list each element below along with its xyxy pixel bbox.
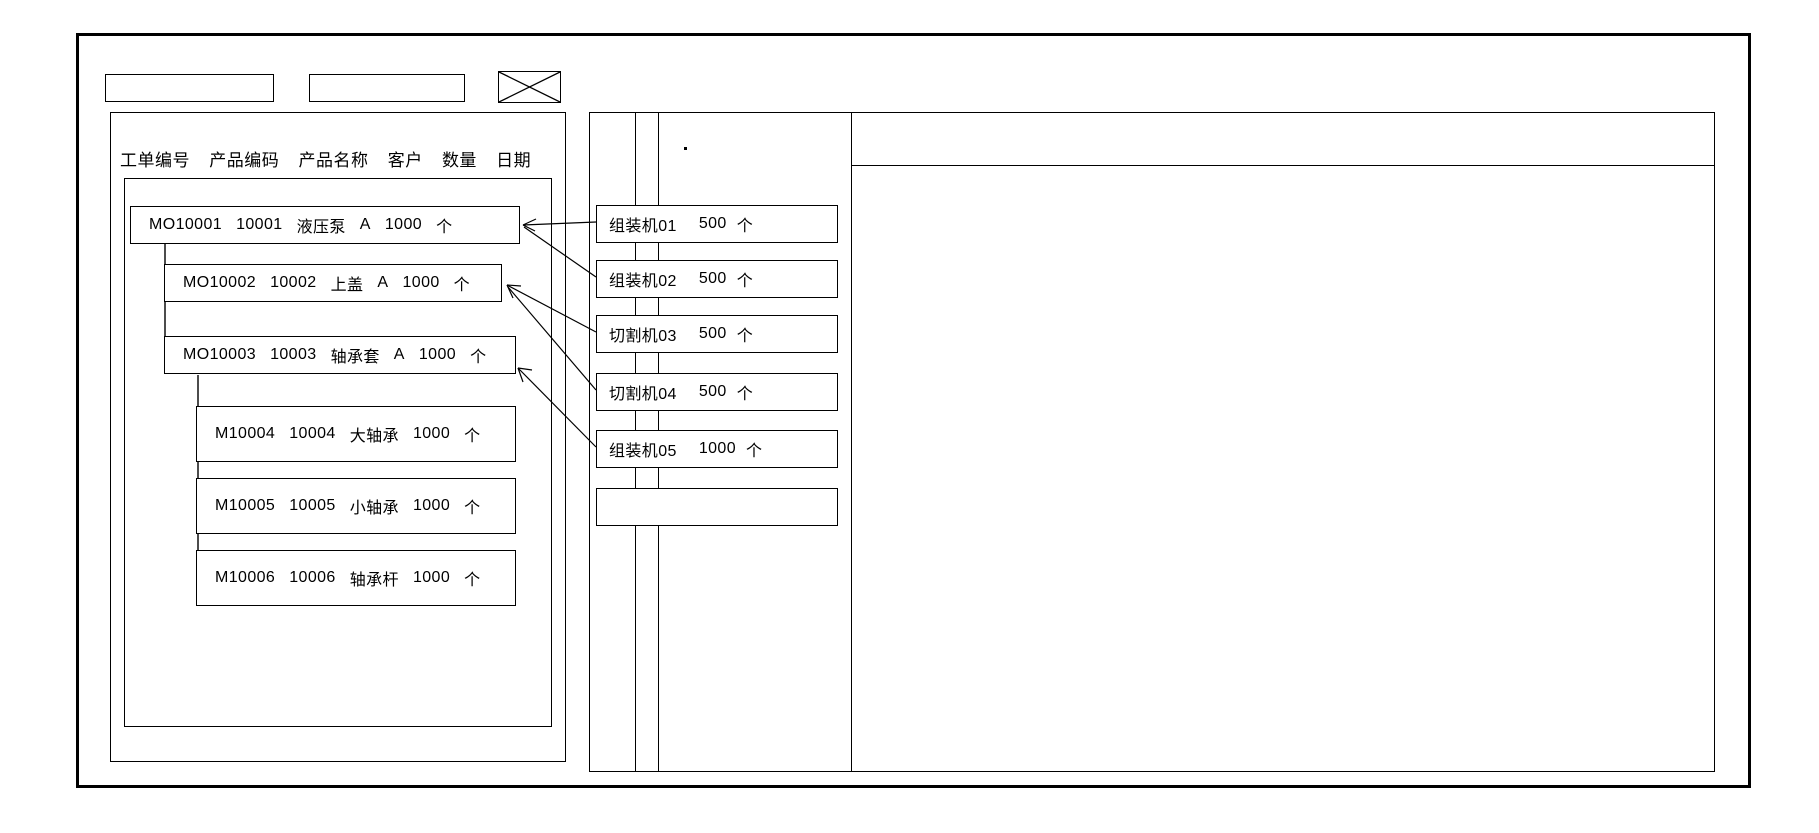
machine-unit: 个 [736,273,754,290]
machine-unit: 个 [736,386,754,403]
tree-row-unit: 个 [464,428,481,445]
column-header-product-name: 产品名称 [298,151,369,170]
tree-row-product-code: 10006 [289,569,336,586]
tree-row[interactable]: MO10002 10002 上盖 A 1000 个 [164,264,502,302]
tree-row-product-name: 上盖 [330,277,364,294]
tree-row-product-code: 10003 [270,346,317,363]
tree-row-quantity: 1000 [412,497,451,514]
detail-panel-header-divider [851,165,1715,166]
machine-quantity: 500 [698,383,727,400]
machine-row[interactable]: 切割机03 500 个 [596,315,838,353]
machine-name: 组装机01 [609,218,677,235]
tree-row-order-no: M10005 [215,497,276,514]
machine-unit: 个 [746,443,763,460]
image-placeholder-icon[interactable] [498,71,561,103]
tree-row-product-name: 小轴承 [349,500,399,517]
machine-quantity: 500 [698,325,727,342]
machine-row[interactable]: 组装机05 1000 个 [596,430,838,468]
work-order-column-headers: 工单编号 产品编码 产品名称 客户 数量 日期 [120,146,560,171]
tree-row-quantity: 1000 [412,425,451,442]
tree-row[interactable]: M10004 10004 大轴承 1000 个 [196,406,516,462]
machine-row[interactable]: 组装机02 500 个 [596,260,838,298]
tree-row-quantity: 1000 [384,216,423,233]
column-header-product-code: 产品编码 [209,151,280,170]
machine-name: 组装机05 [609,443,677,460]
tree-row-quantity: 1000 [412,569,451,586]
tree-row-product-name: 液压泵 [296,219,346,236]
tree-row-unit: 个 [464,572,481,589]
machine-row[interactable]: 组装机01 500 个 [596,205,838,243]
tree-row-product-code: 10004 [289,425,336,442]
machine-quantity: 500 [698,270,727,287]
toolbar-field-2[interactable] [309,74,465,102]
tree-row-quantity: 1000 [402,274,440,291]
machine-name: 切割机03 [609,328,677,345]
tree-row-unit: 个 [453,277,471,294]
machine-unit: 个 [736,328,754,345]
tree-row-order-no: MO10001 [149,216,223,233]
detail-panel [851,112,1715,772]
tree-row[interactable]: M10006 10006 轴承杆 1000 个 [196,550,516,606]
machine-name: 组装机02 [609,273,677,290]
tree-row-product-name: 大轴承 [349,428,399,445]
tree-row-unit: 个 [436,219,453,236]
tree-row-product-code: 10005 [289,497,336,514]
tree-row[interactable]: MO10003 10003 轴承套 A 1000 个 [164,336,516,374]
column-header-date: 日期 [496,151,532,170]
decorative-dot [684,147,687,150]
tree-row-product-name: 轴承杆 [349,572,399,589]
tree-row-order-no: MO10003 [183,346,257,363]
toolbar-field-1[interactable] [105,74,274,102]
tree-row[interactable]: MO10001 10001 液压泵 A 1000 个 [130,206,520,244]
tree-row-unit: 个 [464,500,481,517]
tree-row-order-no: MO10002 [183,274,257,291]
tree-row-customer: A [359,216,371,233]
column-header-order-no: 工单编号 [120,151,190,170]
machine-quantity: 500 [698,215,727,232]
tree-row-product-code: 10001 [236,216,283,233]
tree-row-product-name: 轴承套 [330,349,380,366]
tree-row-product-code: 10002 [270,274,317,291]
machine-name: 切割机04 [609,386,677,403]
tree-row-unit: 个 [470,349,487,366]
machine-row-empty[interactable] [596,488,838,526]
tree-row[interactable]: M10005 10005 小轴承 1000 个 [196,478,516,534]
machine-quantity: 1000 [698,440,737,457]
tree-row-order-no: M10004 [215,425,276,442]
column-header-quantity: 数量 [441,151,477,170]
machine-unit: 个 [736,218,754,235]
tree-row-customer: A [393,346,405,363]
column-header-customer: 客户 [387,151,423,170]
tree-row-customer: A [377,274,389,291]
machine-row[interactable]: 切割机04 500 个 [596,373,838,411]
tree-row-order-no: M10006 [215,569,276,586]
tree-row-quantity: 1000 [418,346,457,363]
